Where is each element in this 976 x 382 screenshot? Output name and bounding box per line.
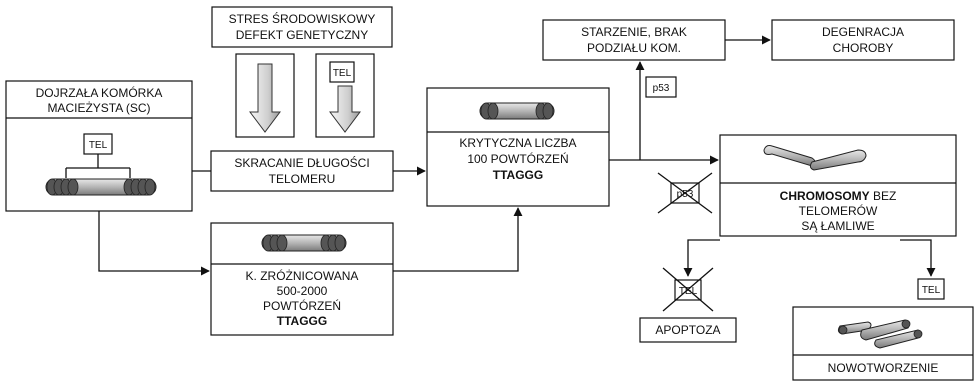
differentiated-line2: 500-2000 <box>277 284 328 298</box>
genetic-defect-panel: TEL <box>316 54 374 137</box>
shortening-line1: SKRACANIE DŁUGOŚCI <box>234 155 369 170</box>
p53-label: p53 <box>653 83 670 94</box>
stem-cell-line1: DOJRZAŁA KOMÓRKA <box>36 85 163 100</box>
stress-line1: STRES ŚRODOWISKOWY <box>229 11 376 26</box>
p53-tag: p53 <box>646 77 676 97</box>
fragile-chromosomes-box: CHROMOSOMY BEZ TELOMERÓW SĄ ŁAMLIWE <box>720 135 956 236</box>
critical-line2: 100 POWTÓRZEŃ <box>467 151 568 166</box>
degeneration-box: DEGENRACJA CHOROBY <box>772 20 954 60</box>
senescence-box: STARZENIE, BRAK PODZIAŁU KOM. <box>543 20 725 60</box>
critical-line1: KRYTYCZNA LICZBA <box>459 136 576 150</box>
chromosomes-rest: BEZ <box>870 189 897 203</box>
stem-cell-box: DOJRZAŁA KOMÓRKA MACIEŻYSTA (SC) TEL <box>6 81 192 211</box>
shortening-line2: TELOMERU <box>269 172 336 186</box>
critical-line3: TTAGGG <box>493 168 543 182</box>
stem-cell-line2: MACIEŻYSTA (SC) <box>47 101 150 115</box>
critical-box: KRYTYCZNA LICZBA 100 POWTÓRZEŃ TTAGGG <box>427 88 609 206</box>
environmental-stress-panel <box>236 54 294 137</box>
differentiated-cell-box: K. ZRÓŻNICOWANA 500-2000 POWTÓRZEŃ TTAGG… <box>211 223 393 335</box>
stress-box: STRES ŚRODOWISKOWY DEFEKT GENETYCZNY <box>212 7 392 47</box>
medium-telomere-chromosome-icon <box>262 235 346 251</box>
tel-cancer-tag: TEL <box>918 279 944 299</box>
senescence-line2: PODZIAŁU KOM. <box>587 41 681 55</box>
apoptosis-label: APOPTOZA <box>655 323 720 337</box>
differentiated-line3: POWTÓRZEŃ <box>263 298 341 313</box>
degeneration-line2: CHOROBY <box>833 41 894 55</box>
p53-inhibited-tag: p53 <box>658 173 712 213</box>
tel-cancer-label: TEL <box>922 285 941 296</box>
stem-cell-tel-tag: TEL <box>89 140 108 151</box>
shortening-box: SKRACANIE DŁUGOŚCI TELOMERU <box>211 151 393 191</box>
short-telomere-chromosome-icon <box>480 103 554 119</box>
arrow-chromosomes-apoptosis <box>688 240 720 276</box>
chromosomes-line2: TELOMERÓW <box>799 203 878 218</box>
cancer-label: NOWOTWORZENIE <box>828 361 939 375</box>
cancer-box: NOWOTWORZENIE <box>793 307 973 380</box>
differentiated-line4: TTAGGG <box>277 314 327 328</box>
arrow-chromosomes-cancer <box>900 240 931 276</box>
chromosomes-line1: CHROMOSOMY BEZ <box>780 189 897 203</box>
chromosomes-line3: SĄ ŁAMLIWE <box>801 219 874 233</box>
tel-tag: TEL <box>333 68 352 79</box>
senescence-line1: STARZENIE, BRAK <box>581 25 687 39</box>
arrow-stemcell-differentiated <box>99 211 209 271</box>
stress-line2: DEFEKT GENETYCZNY <box>236 28 368 42</box>
arrow-differentiated-critical <box>393 208 518 271</box>
long-telomere-chromosome-icon <box>46 179 156 195</box>
apoptosis-box: APOPTOZA <box>640 318 736 342</box>
differentiated-line1: K. ZRÓŻNICOWANA <box>246 268 359 283</box>
cross-icon <box>658 173 712 213</box>
chromosomes-bold: CHROMOSOMY <box>780 189 870 203</box>
degeneration-line1: DEGENRACJA <box>822 25 904 39</box>
